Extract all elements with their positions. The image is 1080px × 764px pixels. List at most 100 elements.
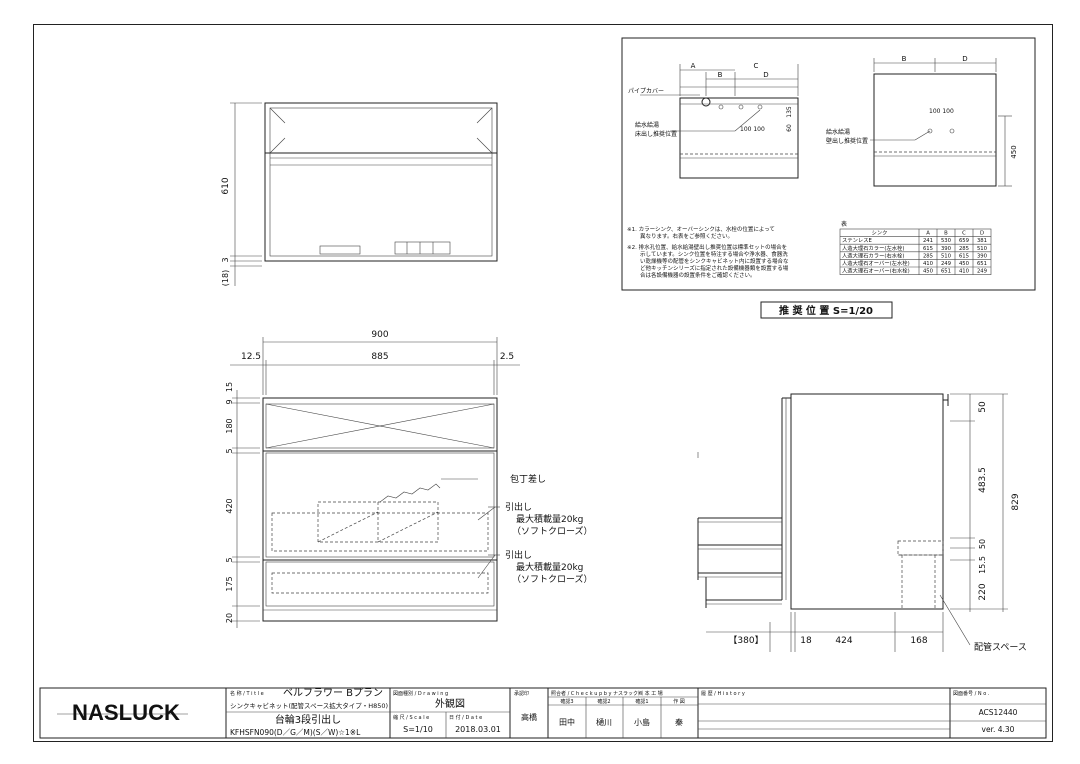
dim-3: 3 (221, 257, 230, 262)
dim-100-100-right: 100 100 (929, 108, 954, 115)
sink-table-header: C (962, 231, 966, 237)
date-value: 2018.03.01 (455, 725, 501, 734)
model-number: KFHSFN090(D／G／M)(S／W)☆1※L (230, 728, 361, 737)
dim-50-top: 50 (978, 401, 988, 413)
check-header-3: 確認1 (635, 698, 648, 705)
title-block (39, 687, 1047, 739)
dim-D-right: D (962, 55, 967, 63)
side-view (697, 393, 1008, 652)
check-value-4: 秦 (675, 717, 683, 727)
label-supply-wall-1: 給水給湯 (826, 128, 850, 136)
table-caption: 表 (841, 220, 847, 228)
label-drawer2: 引出し (505, 549, 532, 561)
sink-table-cell: 人造大理石オーバー(左水栓) (842, 259, 910, 267)
sink-table-cell: 450 (959, 261, 970, 267)
sink-table-cell: 390 (941, 246, 952, 252)
note-1b: 異なります。右表をご参照ください。 (640, 232, 733, 240)
dim-5-top: 5 (225, 448, 234, 453)
drawing-label: 図面種別 / D r a w i n g (393, 690, 448, 697)
drawing-no-label: 図面番号 / N o . (953, 690, 990, 697)
check-value-1: 田中 (559, 717, 575, 727)
dim-610: 610 (221, 177, 231, 194)
check-header-2: 確認2 (597, 698, 610, 705)
dim-885: 885 (371, 352, 388, 362)
dim-100-100-left: 100 100 (740, 126, 765, 133)
label-supply-floor-2: 床出し推奨位置 (635, 130, 677, 138)
sink-table-cell: 651 (941, 269, 951, 275)
sink-table-cell: 241 (923, 238, 933, 244)
sink-table-cell: 450 (923, 269, 934, 275)
dim-5-bottom: 5 (225, 557, 234, 562)
check-header-4: 作 図 (673, 698, 685, 705)
nasluck-logo: NASLUCK (72, 700, 180, 725)
label-drawer1: 引出し (505, 501, 532, 513)
scale-value: S=1/10 (403, 725, 433, 734)
sink-table-header: A (926, 231, 930, 237)
note-1a: ※1. カラーシンク、オーバーシンクは、水栓の位置によって (627, 225, 775, 233)
dim-D: D (763, 71, 768, 79)
dim-180: 180 (225, 418, 234, 433)
scale-label: 縮 尺 / S c a l e (393, 714, 429, 721)
dim-50-mid: 50 (978, 539, 987, 549)
dim-15-5: 15.5 (978, 556, 987, 574)
sink-table-header: D (980, 231, 984, 237)
dim-B: B (718, 71, 723, 79)
sink-table-cell: 510 (941, 253, 952, 259)
dim-168: 168 (910, 636, 927, 646)
dim-12-5: 12.5 (241, 352, 261, 362)
subtitle: シンクキャビネット(配管スペース拡大タイプ・H850) (230, 701, 388, 710)
sink-table-cell: 285 (923, 253, 933, 259)
dim-B-right: B (902, 55, 907, 63)
label-drawer2-soft: （ソフトクローズ） (512, 573, 593, 585)
name-label: 名 称 / T i t l e (230, 690, 264, 697)
sink-table-cell: ステンレスE (842, 237, 872, 244)
dim-C: C (754, 62, 759, 70)
sink-table-cell: 659 (959, 238, 969, 244)
label-drawer1-load: 最大積載量20kg (516, 513, 583, 525)
dim-483-5: 483.5 (978, 467, 988, 493)
front-view (230, 337, 520, 628)
dim-175: 175 (225, 576, 234, 591)
dim-A: A (691, 62, 696, 70)
approval-value: 高橋 (521, 712, 537, 722)
sink-table-cell: 人造大理石オーバー(右水栓) (842, 267, 910, 275)
product-name: 台輪3段引出し (275, 713, 341, 726)
dim-20: 20 (225, 613, 234, 623)
sink-table-cell: 285 (959, 246, 969, 252)
note-2a: ※2. 排水孔位置、給水給湯壁出し推奨位置は標準セットの場合を (627, 243, 787, 251)
sink-table-cell: 381 (977, 238, 987, 244)
dim-900: 900 (371, 330, 388, 340)
sink-table-header: B (944, 231, 948, 237)
sink-table-cell: 410 (959, 269, 970, 275)
label-supply-wall-2: 壁出し推奨位置 (826, 137, 868, 145)
drawing-sheet (33, 24, 1053, 742)
label-drawer2-load: 最大積載量20kg (516, 561, 583, 573)
top-view (230, 102, 498, 286)
dim-220: 220 (978, 583, 988, 600)
label-supply-floor-1: 給水給湯 (635, 121, 659, 129)
reco-caption: 推 奨 位 置 S=1/20 (779, 304, 873, 317)
dim-829: 829 (1011, 493, 1021, 510)
dim-15: 15 (225, 382, 234, 392)
sink-table-cell: 390 (977, 253, 988, 259)
check-value-3: 小島 (634, 717, 650, 727)
label-pipe-space: 配管スペース (974, 641, 1027, 653)
note-2b: 示しています。シンク位置を特注する場合や浄水器、食器洗 (640, 250, 788, 258)
dim-2-5: 2.5 (500, 352, 514, 362)
dim-380: 【380】 (728, 635, 763, 646)
check-value-2: 樋川 (596, 717, 612, 727)
dim-424: 424 (835, 636, 852, 646)
note-2e: 合は各設備機器の設置条件をご確認ください。 (640, 271, 756, 279)
history-label: 履 歴 / H i s t o r y (701, 691, 745, 697)
dim-60: 60 (786, 124, 793, 132)
sink-table-cell: 人造大理石カラー(左水栓) (842, 244, 904, 252)
note-2c: い乾燥機等の配管をシンクキャビネット内に設置する場合な (640, 257, 789, 265)
sink-table-cell: 615 (959, 253, 969, 259)
sink-table-header: シンク (872, 230, 888, 237)
sink-table-cell: 510 (977, 246, 988, 252)
dim-420: 420 (225, 498, 234, 513)
recommended-position-box (621, 37, 1036, 319)
note-2d: ど他キッチンシリーズに指定された設備機器類を設置する場 (640, 264, 789, 272)
